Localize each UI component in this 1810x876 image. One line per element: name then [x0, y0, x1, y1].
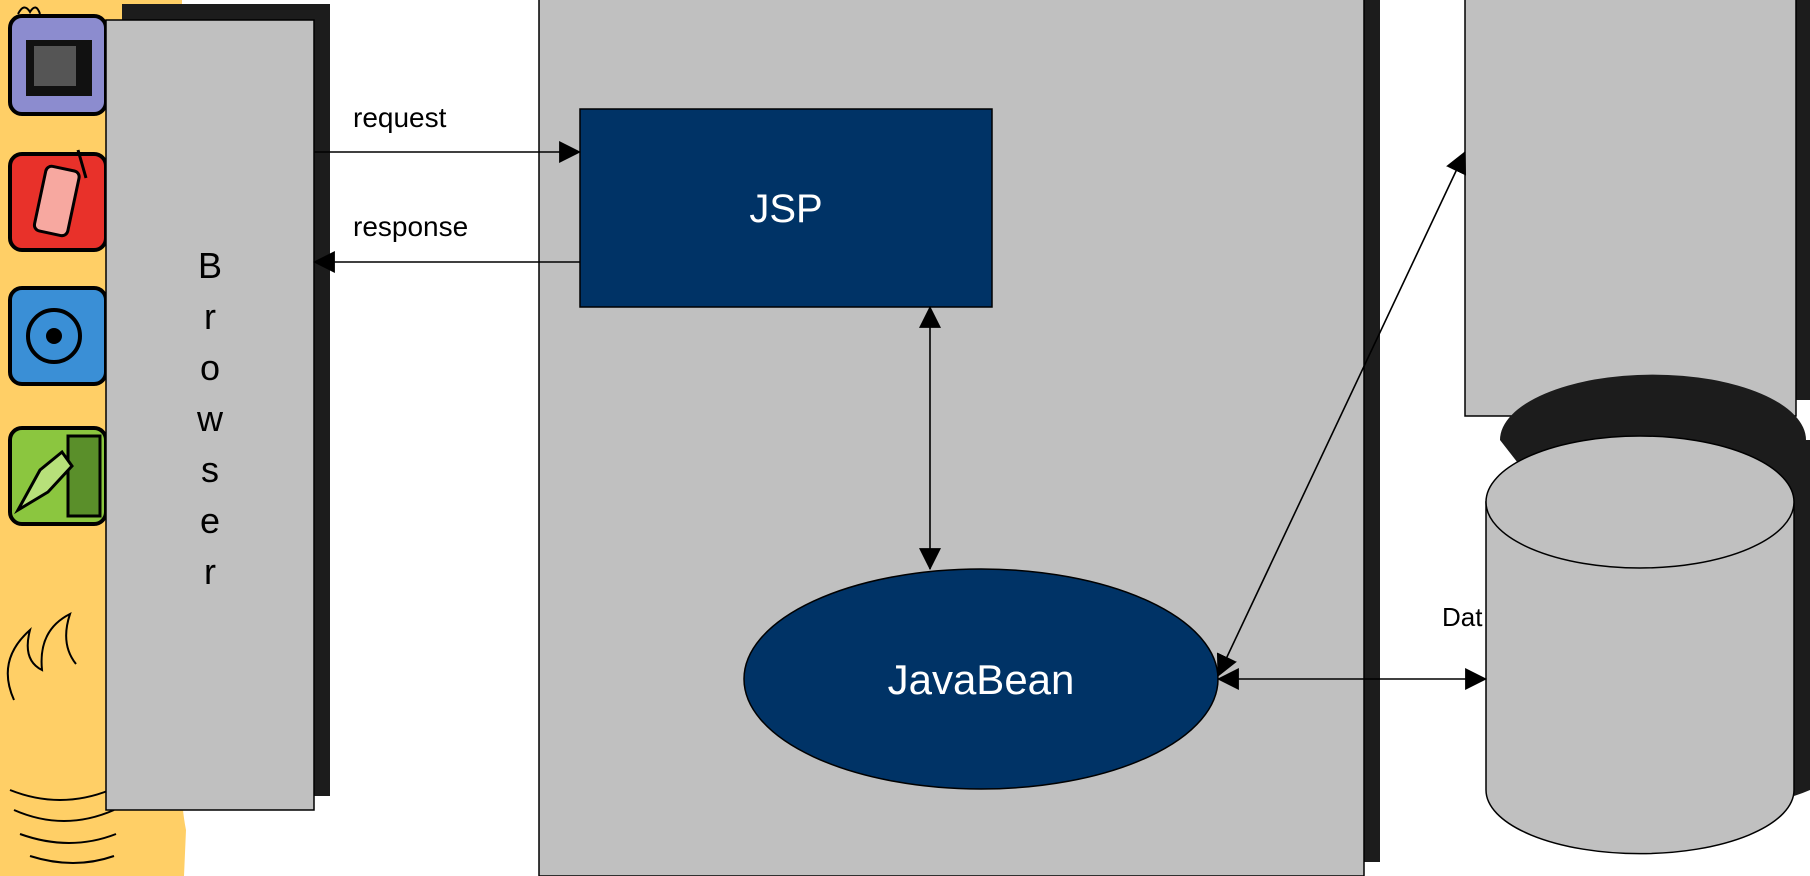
- database-cylinder: [1485, 374, 1810, 855]
- coffee-cup-icon: [6, 612, 117, 864]
- browser-label-letter: r: [204, 551, 216, 592]
- javabean-enterprise-arrow: [1216, 151, 1467, 677]
- browser-label-letter: w: [196, 398, 224, 439]
- jsp-label: JSP: [749, 187, 822, 231]
- microwave-oven-icon: [8, 6, 108, 116]
- database-label: Dat: [1442, 602, 1483, 632]
- browser-label-letter: e: [200, 500, 220, 541]
- browser-label-letter: s: [201, 449, 219, 490]
- hand-card-reader-icon: [8, 426, 108, 526]
- browser-label-letter: B: [198, 245, 222, 286]
- browser-box: [105, 4, 330, 811]
- response-label: response: [353, 211, 468, 242]
- browser-label-letter: r: [204, 296, 216, 337]
- jsp-box: [579, 108, 993, 308]
- javabean-label: JavaBean: [888, 656, 1075, 703]
- request-label: request: [353, 102, 447, 133]
- car-driver-icon: [8, 286, 108, 386]
- browser-label-letter: o: [200, 347, 220, 388]
- enterprise-box: [1464, 0, 1810, 417]
- mobile-phone-hand-icon: [8, 149, 108, 252]
